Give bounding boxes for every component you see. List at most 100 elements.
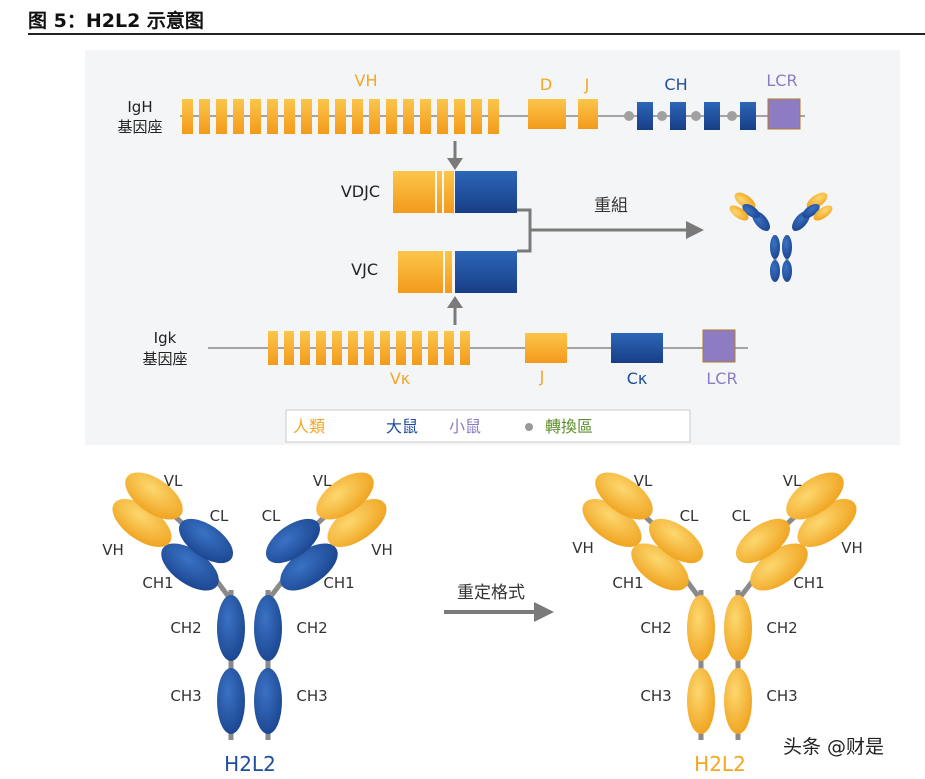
cl-label: CL [210, 507, 229, 525]
ch1-domain [161, 543, 219, 591]
cl-domain [648, 518, 704, 564]
igh-vh-segments [182, 99, 499, 134]
switch-region-dot [727, 111, 737, 121]
vl-domain [595, 472, 653, 520]
vh-segment [250, 99, 261, 134]
igh-d-label: D [540, 75, 552, 94]
reformat-label: 重定格式 [457, 583, 525, 603]
vh-segment [199, 99, 210, 134]
ch2-domain [687, 595, 715, 661]
legend: 人類 大鼠 小鼠 轉換區 [285, 409, 691, 443]
legend-switch-dot [525, 423, 533, 431]
igk-label: Igk [154, 329, 177, 347]
vk-segment [428, 331, 438, 365]
vh-segment [352, 99, 363, 134]
vh-segment [318, 99, 329, 134]
ch3-label: CH3 [640, 687, 671, 705]
ch3-domain [687, 668, 715, 734]
ch3-domain [217, 668, 245, 734]
igh-label: IgH [127, 98, 152, 116]
h2l2-label-right: H2L2 [694, 752, 746, 776]
vh-domain [112, 499, 172, 547]
igh-lcr-label: LCR [766, 71, 797, 90]
switch-region-dot [691, 111, 701, 121]
vh-segment [488, 99, 499, 134]
ch2-domain [724, 595, 752, 661]
vh-segment [369, 99, 380, 134]
vjc-label: VJC [351, 260, 378, 279]
ch1-label: CH1 [142, 574, 173, 592]
vl-label: VL [783, 472, 802, 490]
vk-segment [460, 331, 470, 365]
vh-domain [582, 499, 642, 547]
igk-j-segment [525, 333, 567, 363]
vh-segment [403, 99, 414, 134]
ch1-domain [631, 543, 689, 591]
vk-segment [380, 331, 390, 365]
cl-domain [735, 518, 791, 564]
ch3-label: CH3 [296, 687, 327, 705]
vh-segment [420, 99, 431, 134]
ch1-label: CH1 [323, 574, 354, 592]
arrow-down [447, 141, 463, 170]
ch2-domain [217, 595, 245, 661]
switch-region-dot [657, 111, 667, 121]
vh-segment [182, 99, 193, 134]
vdjc-construct: VDJC [341, 171, 517, 213]
vl-label: VL [164, 472, 183, 490]
igh-lcr [767, 98, 801, 130]
vh-label: VH [371, 541, 393, 559]
igk-vk-segments [268, 331, 470, 365]
ch-segment [740, 102, 756, 130]
ch1-label: CH1 [793, 574, 824, 592]
ch2-label: CH2 [640, 619, 671, 637]
antibody-fully-human: VL VL VH VH CL CL CH1 CH1 CH2 CH2 CH3 CH… [572, 472, 863, 776]
vh-segment [233, 99, 244, 134]
vh-segment [437, 99, 448, 134]
watermark: 头条 @财是 [783, 736, 885, 758]
igk-ck-segment [611, 333, 663, 363]
ch3-label: CH3 [170, 687, 201, 705]
vh-segment [335, 99, 346, 134]
recombination-arrow: 重組 [517, 196, 704, 253]
vh-segment [471, 99, 482, 134]
vl-label: VL [313, 472, 332, 490]
vk-segment [364, 331, 374, 365]
cl-label: CL [732, 507, 751, 525]
igh-vh-label: VH [355, 71, 378, 90]
arrow-up [447, 296, 463, 325]
igk-j-label: J [539, 367, 545, 386]
vk-segment [300, 331, 310, 365]
vh-domain [797, 499, 857, 547]
ch2-label: CH2 [170, 619, 201, 637]
vk-segment [444, 331, 454, 365]
ch2-domain [254, 595, 282, 661]
legend-switch: 轉換區 [545, 417, 593, 436]
cl-label: CL [680, 507, 699, 525]
ch3-domain [724, 668, 752, 734]
igh-d-segment [528, 99, 566, 129]
vh-segment [386, 99, 397, 134]
vh-label: VH [572, 539, 594, 557]
vk-segment [284, 331, 294, 365]
vl-domain [125, 472, 183, 520]
igh-ch-label: CH [664, 75, 687, 94]
vk-segment [316, 331, 326, 365]
igk-ck-label: Cκ [627, 369, 648, 388]
vk-segment [268, 331, 278, 365]
igk-lcr-label: LCR [706, 369, 737, 388]
vh-segment [454, 99, 465, 134]
vk-segment [412, 331, 422, 365]
legend-rat: 大鼠 [386, 417, 418, 436]
ch3-domain [254, 668, 282, 734]
switch-region-dot [624, 111, 634, 121]
legend-mouse: 小鼠 [449, 417, 481, 436]
ch-segment [637, 102, 653, 130]
figure-title: 图 5：H2L2 示意图 [28, 10, 204, 32]
vl-label: VL [634, 472, 653, 490]
ch2-label: CH2 [766, 619, 797, 637]
mini-antibody [729, 192, 833, 282]
title-rule [28, 33, 925, 35]
igk-lcr [702, 329, 736, 363]
